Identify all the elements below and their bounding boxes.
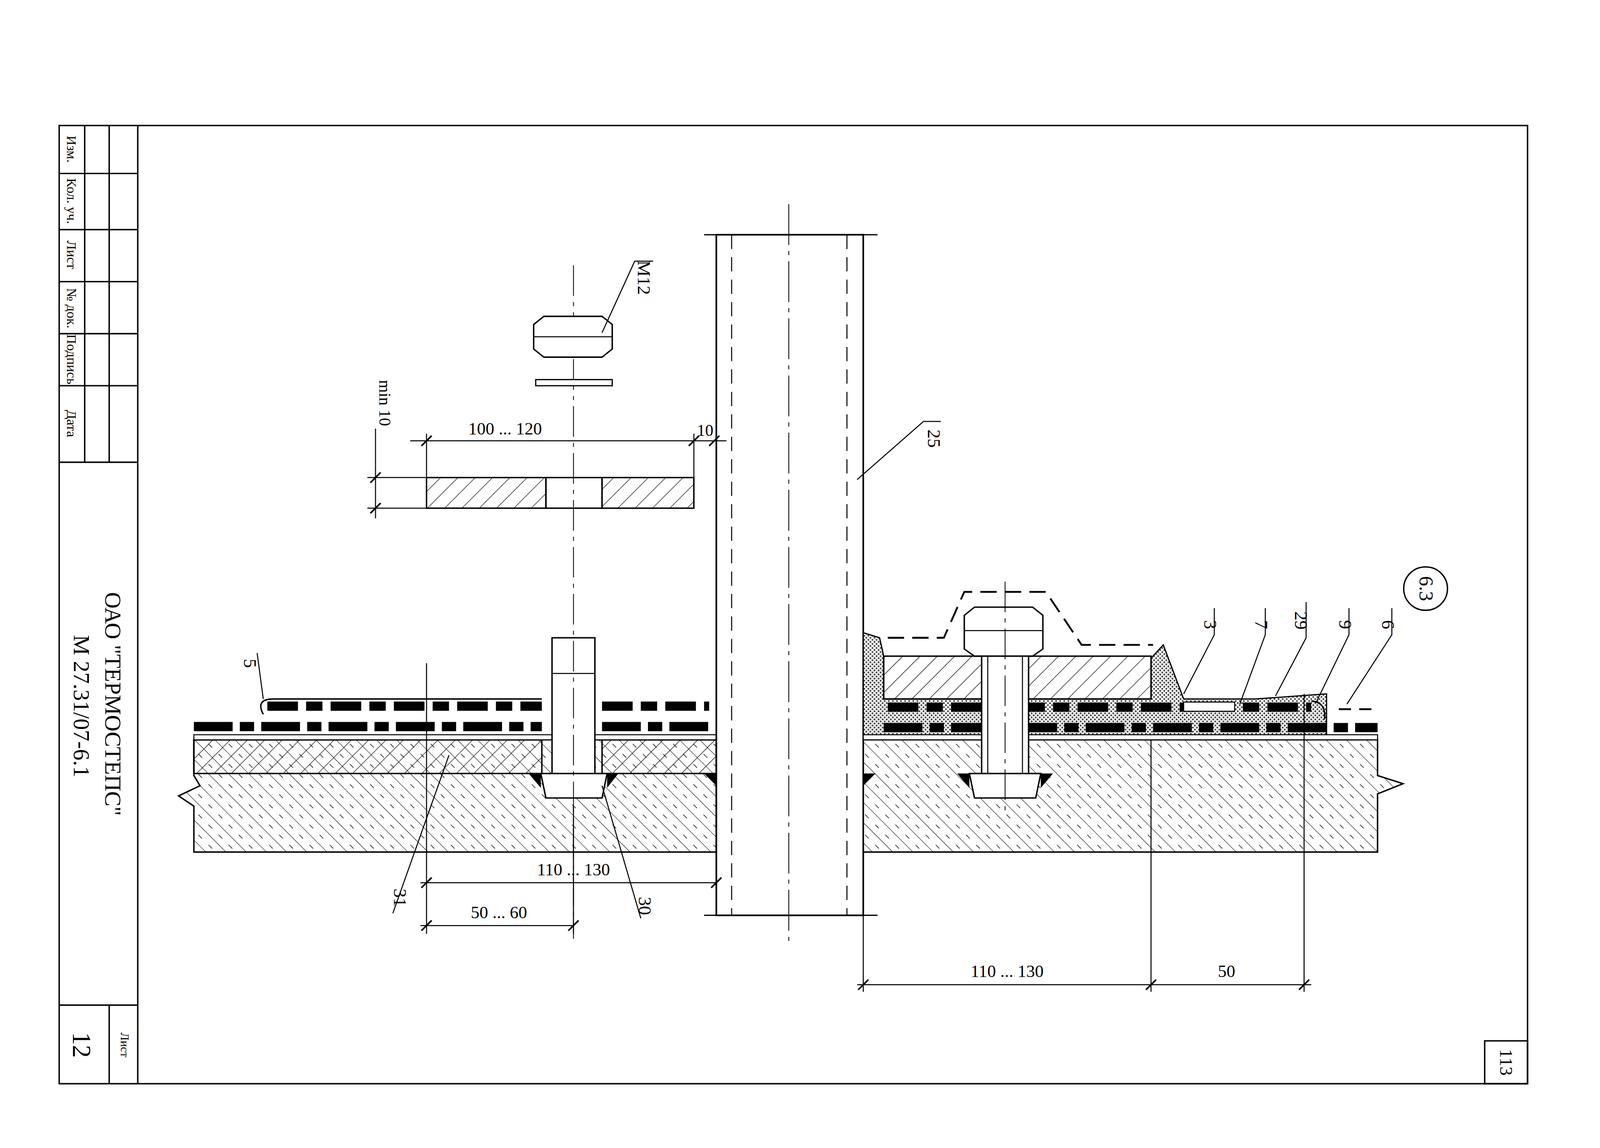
dimension: 100 ... 120: [468, 419, 543, 438]
cell-heading: Изм.: [64, 135, 79, 163]
cell-heading: Дата: [64, 409, 79, 438]
company-name: ОАО "ТЕРМОСТЕПС": [101, 592, 125, 817]
callout-number: M12: [634, 260, 653, 296]
callout-number: 9: [1335, 620, 1355, 630]
dimension: 110 ... 130: [537, 860, 611, 879]
callout-number: 31: [390, 888, 410, 907]
callout-number: 3: [1201, 620, 1220, 630]
dimension: min 10: [376, 379, 394, 426]
cell-heading: Лист: [64, 240, 79, 270]
detail-reference: 6.3: [1415, 576, 1436, 602]
callout-number: 6: [1378, 620, 1398, 630]
cell-heading: № док.: [64, 288, 79, 329]
cell-heading: Лист: [118, 1032, 131, 1057]
dimension: 110 ... 130: [970, 962, 1044, 980]
cell-heading: Подпись: [64, 334, 79, 385]
callout-number: 5: [240, 658, 259, 668]
callout-number: 30: [635, 896, 654, 916]
callout-number: 25: [924, 429, 943, 448]
cell-heading: Кол. уч.: [64, 178, 79, 225]
document-code: М 27.31/07-6.1: [70, 634, 94, 778]
dimension: 50 ... 60: [471, 903, 528, 922]
dimension: 10: [696, 422, 714, 439]
page-number: 113: [1496, 1048, 1516, 1076]
detail-circle: 6.3: [1403, 566, 1448, 612]
sheet-number: 12: [68, 1032, 95, 1058]
callout-number: 29: [1291, 611, 1311, 630]
callout-number: 7: [1252, 620, 1271, 630]
dimension: 50: [1217, 962, 1236, 980]
